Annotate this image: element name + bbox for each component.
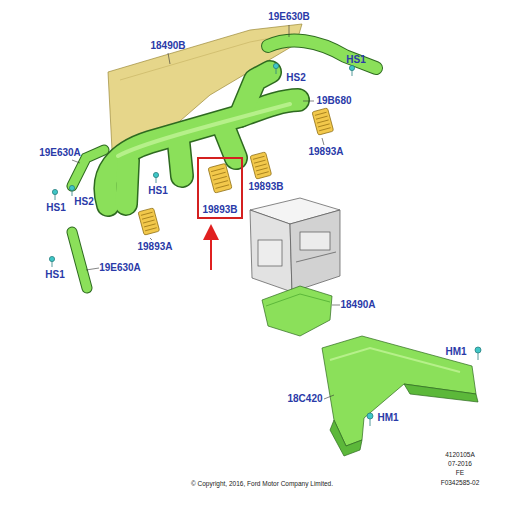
air-vent: [138, 208, 160, 235]
floor-duct-adapter: [262, 286, 332, 336]
part-number: 19E630A: [39, 148, 81, 158]
part-number: HS1: [46, 203, 65, 213]
part-number: 19893A: [137, 242, 172, 252]
part-number: 18C420: [287, 394, 322, 404]
part-number: 19893B: [248, 182, 283, 192]
drawing-note: F0342585-02: [441, 480, 480, 487]
air-vent: [208, 163, 232, 193]
part-number: HS1: [346, 55, 365, 65]
part-number: 19B680: [316, 96, 351, 106]
main-duct: [105, 72, 298, 205]
leader-line: [72, 25, 340, 399]
part-number: 19893A: [308, 147, 343, 157]
part-number: HM1: [377, 413, 398, 423]
drawing-note: 4120105A: [445, 452, 475, 459]
part-number: HM1: [445, 347, 466, 357]
air-vent: [250, 152, 272, 179]
part-number: HS2: [74, 197, 93, 207]
part-number: 19E630B: [268, 12, 310, 22]
drawing-note: FE: [456, 470, 464, 477]
part-number: 19893B: [202, 205, 237, 217]
screw: [49, 63, 481, 426]
part-number: 18490B: [150, 41, 185, 51]
part-number: 19E630A: [99, 263, 141, 273]
pointer-arrow: [210, 232, 212, 270]
part-number: HS1: [45, 270, 64, 280]
drawing-note: © Copyright, 2016, Ford Motor Company Li…: [191, 481, 333, 488]
heater-box: [250, 198, 340, 292]
part-number: HS1: [148, 186, 167, 196]
part-number: HS2: [286, 73, 305, 83]
air-vent: [312, 108, 334, 135]
floor-duct: [322, 336, 478, 456]
highlight-box: 19893B: [197, 157, 243, 219]
part-number: 18490A: [340, 300, 375, 310]
side-duct: [268, 41, 376, 68]
drawing-note: 07-2016: [448, 461, 472, 468]
